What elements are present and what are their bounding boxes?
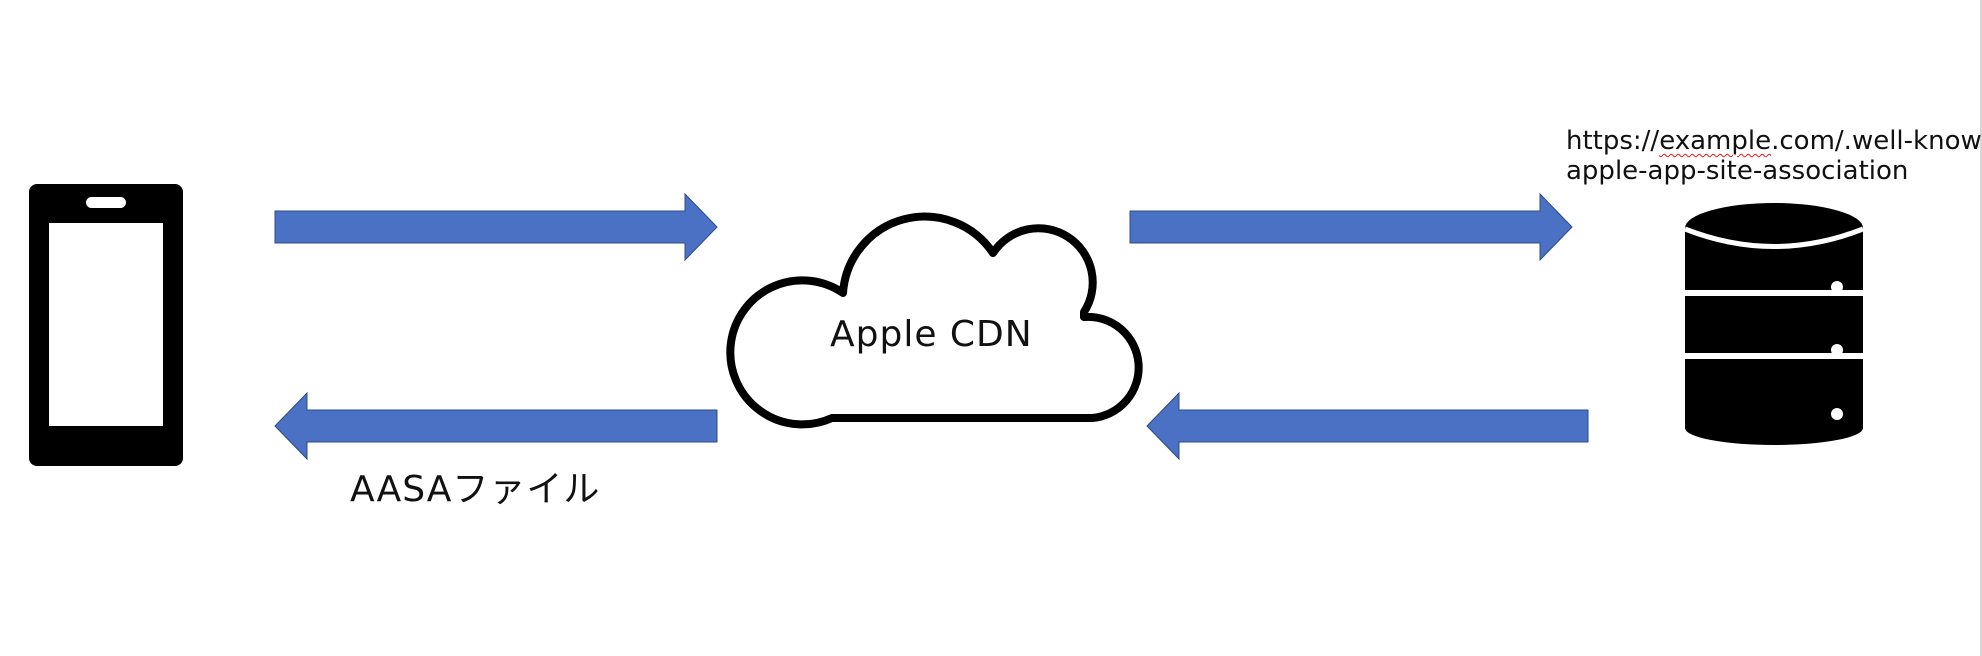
database-icon (1684, 203, 1864, 445)
url-prefix: https:// (1566, 126, 1660, 156)
url-line-1: https://example.com/.well-known/ (1566, 126, 1982, 156)
cloud-icon (726, 212, 1143, 429)
url-suffix: .com/.well-known/ (1771, 126, 1982, 156)
aasa-file-label: AASAファイル (350, 469, 601, 510)
smartphone-icon (29, 184, 183, 466)
cdn-label: Apple CDN (830, 314, 1033, 355)
page-edge-line (1980, 0, 1982, 656)
url-domain: example (1659, 126, 1772, 156)
url-line-2: apple-app-site-association (1566, 156, 1909, 186)
arrow-cdn-to-phone (274, 391, 718, 461)
aasa-url-label: https://example.com/.well-known/ apple-a… (1566, 126, 1982, 186)
arrow-cdn-to-server (1129, 192, 1573, 262)
arrow-phone-to-cdn (274, 192, 718, 262)
arrow-server-to-cdn (1146, 391, 1589, 461)
